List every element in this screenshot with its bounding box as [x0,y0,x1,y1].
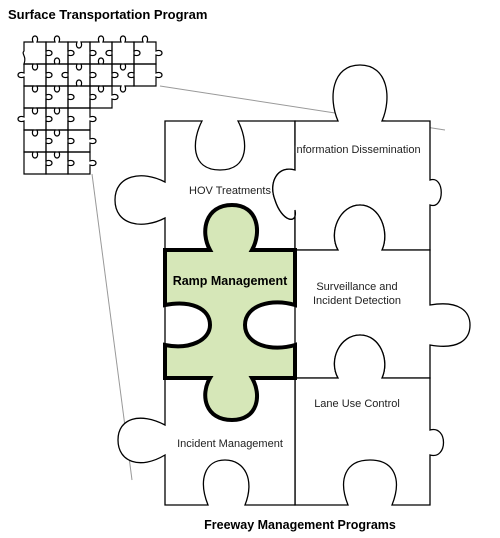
label-incident-management: Incident Management [177,438,283,450]
label-surveillance-line1: Surveillance and [316,281,397,293]
label-ramp-management: Ramp Management [173,274,288,288]
label-hov-treatments: HOV Treatments [189,185,271,197]
label-surveillance-line2: Incident Detection [313,295,401,307]
top-title: Surface Transportation Program [8,7,207,22]
small-puzzle-grid [17,35,163,175]
puzzle-piece-lane-use-control [294,334,444,506]
label-lane-use-control: Lane Use Control [314,398,400,410]
puzzle-piece-ramp-management [163,202,297,423]
bottom-title: Freeway Management Programs [204,518,396,532]
label-information-dissemination: Information Dissemination [293,144,420,156]
large-puzzle [114,64,471,506]
